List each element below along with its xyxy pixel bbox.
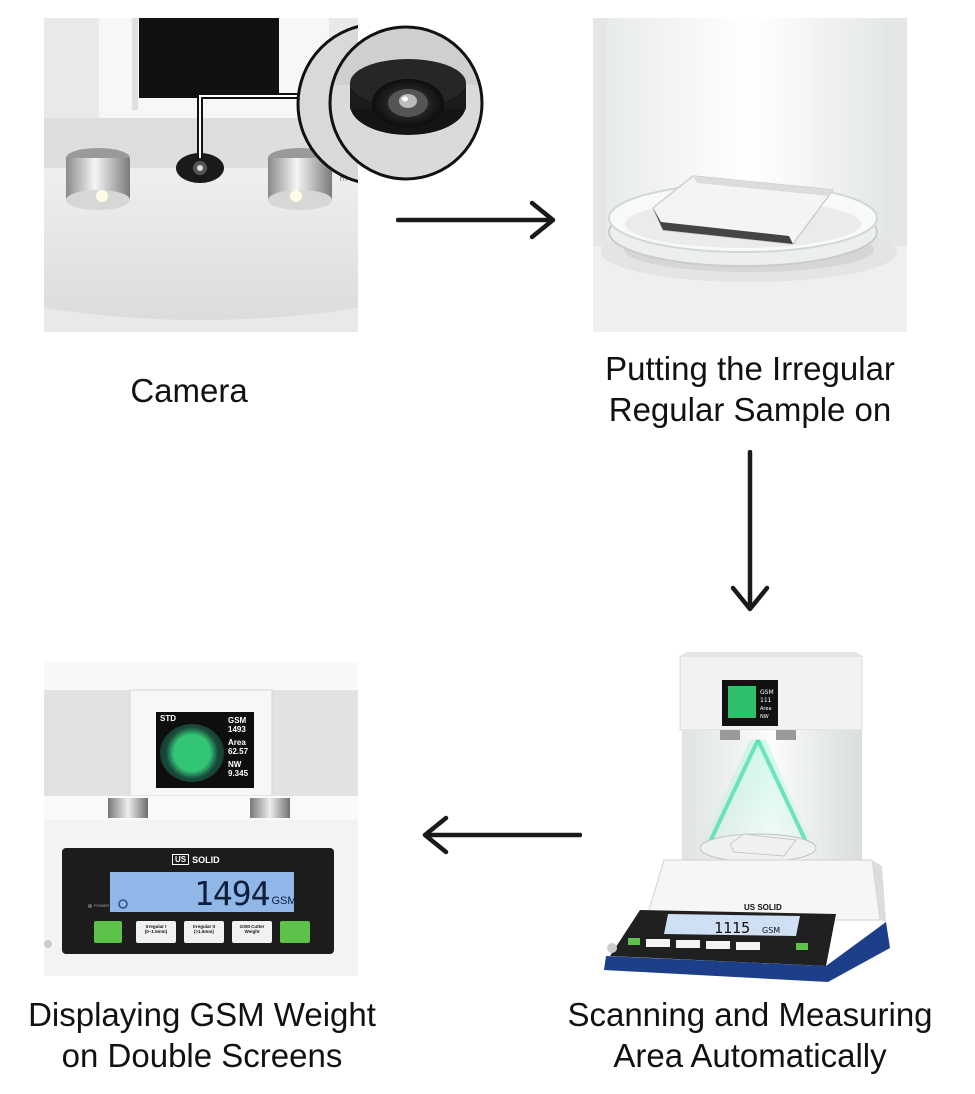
gsm-tester-device: GSM 111 Area NW 1115 GSM xyxy=(604,652,890,982)
scan-screen-gsm-value: 111 xyxy=(760,697,772,704)
scanning-caption-line2: Area Automatically xyxy=(613,1037,887,1074)
scanning-caption-line1: Scanning and Measuring xyxy=(567,996,933,1033)
display-brand-us: US xyxy=(172,854,190,865)
camera-caption: Camera xyxy=(94,370,284,411)
putting-sample-photo xyxy=(593,18,907,332)
display-power-label: POWER xyxy=(94,903,110,908)
scanning-caption: Scanning and Measuring Area Automaticall… xyxy=(548,994,952,1076)
display-brand-logo: US SOLID xyxy=(172,854,220,865)
scan-lcd-reading: 1115 xyxy=(714,919,750,937)
scan-screen-nw-label: NW xyxy=(760,714,769,720)
display-lcd-unit: GSM xyxy=(271,895,297,907)
led-knob-left xyxy=(66,148,130,210)
display-lcd-reading: 1494 GSM xyxy=(194,872,297,912)
camera-caption-text: Camera xyxy=(130,372,248,409)
display-gsm-value: 1493 xyxy=(228,725,246,734)
scan-screen-area-label: Area xyxy=(760,706,772,712)
display-nw-value: 9.345 xyxy=(228,769,249,778)
displaying-caption-line1: Displaying GSM Weight xyxy=(28,996,376,1033)
display-key-irregular-2[interactable]: Irregular II (>1.5mm) xyxy=(192,924,215,934)
putting-caption-line1: Putting the Irregular xyxy=(605,350,895,387)
camera-lens-small xyxy=(176,153,224,183)
displaying-photo: STD GSM 1493 Area 62.57 NW 9.345 US SOLI… xyxy=(44,662,358,976)
display-lcd-value: 1494 xyxy=(194,874,270,913)
arrow-right xyxy=(396,200,558,240)
arrow-left xyxy=(420,815,582,855)
scan-brand-text: US SOLID xyxy=(744,903,782,912)
arrow-down xyxy=(730,450,770,614)
display-area-label: Area xyxy=(228,738,246,747)
display-key-gsm-cutter[interactable]: GSM Cutter Weight xyxy=(239,924,265,934)
display-nw-label: NW xyxy=(228,760,242,769)
display-gsm-label: GSM xyxy=(228,716,247,725)
sample-dish-illustration xyxy=(593,18,907,332)
displaying-caption: Displaying GSM Weight on Double Screens xyxy=(8,994,396,1076)
scan-screen-gsm-label: GSM xyxy=(760,689,774,696)
camera-magnifier xyxy=(328,25,484,181)
scan-lcd-unit: GSM xyxy=(762,926,780,935)
display-brand-solid: SOLID xyxy=(192,854,220,865)
scan-brand: US SOLID xyxy=(744,903,782,912)
putting-caption-line2: Regular Sample on xyxy=(608,391,892,428)
display-mini-screen-mode: STD xyxy=(160,714,176,723)
scanning-device-photo: GSM 111 Area NW 1115 GSM xyxy=(600,652,900,982)
display-area-value: 62.57 xyxy=(228,747,249,756)
camera-photo: IIIE xyxy=(44,18,358,332)
display-mini-screen-image xyxy=(160,724,224,782)
putting-caption: Putting the Irregular Regular Sample on xyxy=(560,348,940,430)
displaying-caption-line2: on Double Screens xyxy=(61,1037,343,1074)
display-key-irregular-1[interactable]: Irregular I (0~1.5mm) xyxy=(144,924,168,934)
camera-illustration: IIIE xyxy=(44,18,358,332)
display-mini-screen: STD GSM 1493 Area 62.57 NW 9.345 xyxy=(156,712,254,788)
